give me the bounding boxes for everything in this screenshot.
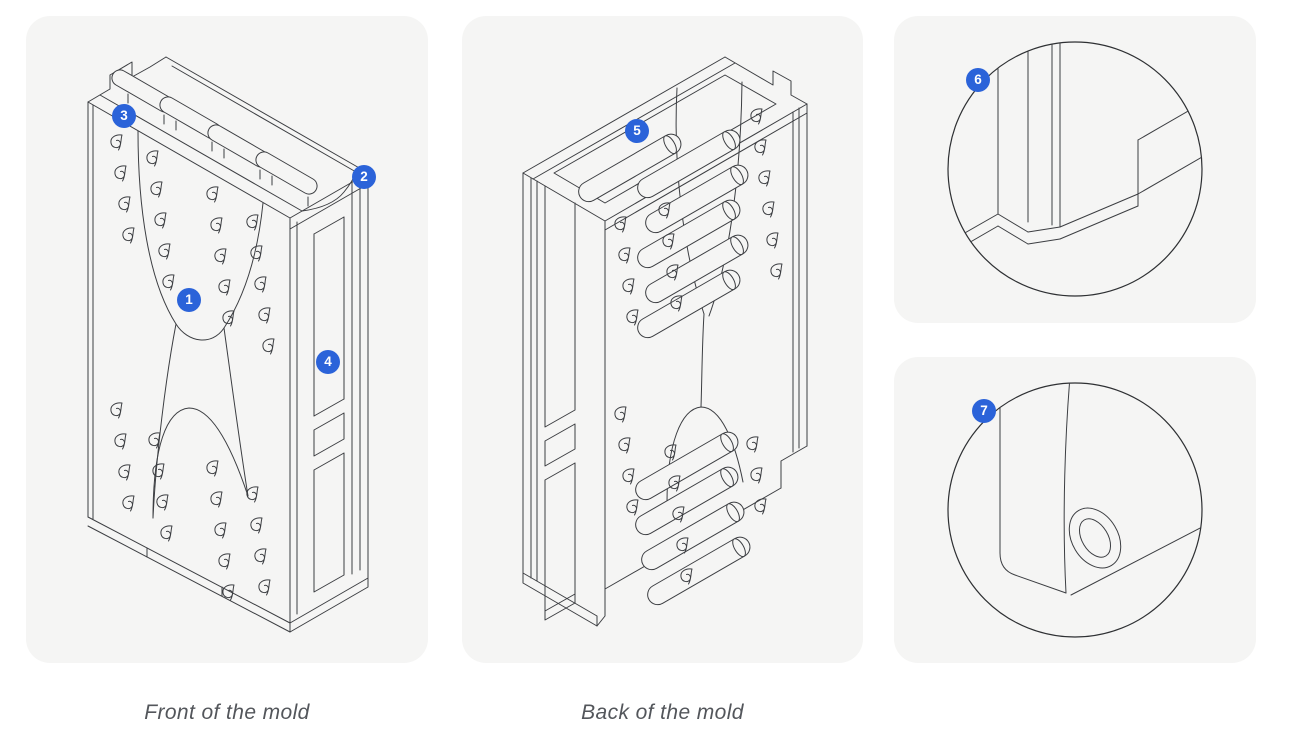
front-base-skirt <box>87 516 369 633</box>
detail-edge-drawing <box>947 41 1203 297</box>
back-core-tubes-lower <box>631 428 755 609</box>
marker-3: 3 <box>112 104 136 128</box>
detail-circle-6 <box>947 41 1203 297</box>
ejector-hole-inner <box>1078 518 1112 558</box>
front-mold-drawing <box>87 56 369 633</box>
panel-front-mold: 1 2 3 4 <box>26 16 428 663</box>
panel-back-mold: 5 <box>462 16 863 663</box>
detail-corner-drawing <box>947 382 1203 638</box>
marker-7: 7 <box>972 399 996 423</box>
marker-5: 5 <box>625 119 649 143</box>
caption-back-of-mold: Back of the mold <box>581 701 744 724</box>
panel-detail-corner-hole: 7 <box>894 357 1256 663</box>
back-mold-drawing <box>522 56 808 627</box>
caption-front-of-mold: Front of the mold <box>144 701 310 724</box>
back-face-edges <box>522 103 808 627</box>
detail-corner-lines <box>999 383 1202 596</box>
detail-edge-lines <box>948 42 1202 264</box>
marker-2: 2 <box>352 165 376 189</box>
front-hooks-upper <box>110 134 275 355</box>
panel-detail-edge: 6 <box>894 16 1256 323</box>
front-top-ribs <box>111 69 318 207</box>
front-face-edges <box>87 101 291 611</box>
marker-6: 6 <box>966 68 990 92</box>
back-core-tubes-upper <box>574 126 753 342</box>
back-left-edge-face <box>522 172 576 621</box>
detail-circle-7 <box>947 382 1203 638</box>
marker-4: 4 <box>316 350 340 374</box>
marker-1: 1 <box>177 288 201 312</box>
front-right-edge-face <box>296 172 369 615</box>
front-cavity-outline <box>137 130 264 519</box>
ejector-hole-outer <box>1068 507 1122 569</box>
